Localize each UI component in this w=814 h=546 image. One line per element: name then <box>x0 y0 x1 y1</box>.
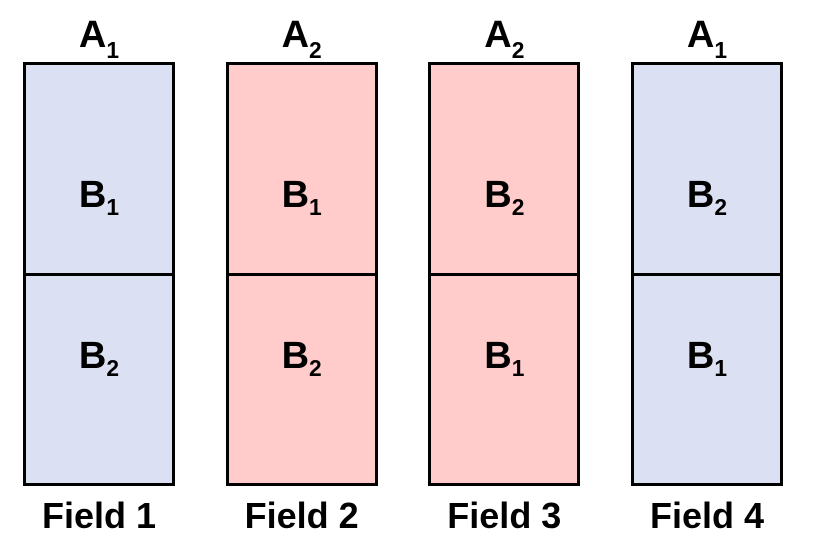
subplot-label-base: B <box>78 335 107 377</box>
subplot-label-base: B <box>686 335 715 377</box>
subplot-label: B2 <box>686 174 727 218</box>
subplot-label-base: B <box>281 335 310 377</box>
subplot-cell-top: B2 <box>431 65 578 276</box>
subplot-cell-top: B1 <box>228 65 375 276</box>
subplot-label-subscript: 2 <box>106 354 120 381</box>
subplot-cell-bottom: B1 <box>634 276 780 483</box>
subplot-label-subscript: 1 <box>309 193 322 220</box>
factor-a-subscript: 2 <box>511 36 525 63</box>
field-box: B1 B2 <box>225 62 378 486</box>
field-box: B2 B1 <box>428 62 581 486</box>
factor-a-subscript: 2 <box>309 36 322 63</box>
subplot-label: B2 <box>281 335 322 379</box>
subplot-label-subscript: 2 <box>714 193 728 220</box>
field-label: Field 3 <box>447 495 562 536</box>
factor-a-base: A <box>78 14 107 56</box>
subplot-cell-bottom: B2 <box>26 276 172 483</box>
factor-a-base: A <box>686 14 715 56</box>
subplot-label-base: B <box>686 174 715 216</box>
subplot-cell-bottom: B1 <box>431 276 577 483</box>
field-box: B2 B1 <box>630 62 783 486</box>
factor-a-subscript: 1 <box>106 36 120 63</box>
subplot-label: B2 <box>484 174 524 218</box>
subplot-label: B1 <box>484 335 524 379</box>
factor-a-subscript: 1 <box>714 36 728 63</box>
subplot-label-subscript: 1 <box>714 354 728 381</box>
subplot-label-subscript: 1 <box>511 354 525 381</box>
subplot-label: B1 <box>78 174 119 218</box>
subplot-label: B1 <box>281 174 322 218</box>
subplot-label-subscript: 2 <box>309 354 322 381</box>
field-label: Field 4 <box>649 495 764 536</box>
subplot-label: B1 <box>686 335 727 379</box>
factor-a-base: A <box>281 14 310 56</box>
subplot-label-base: B <box>484 174 512 216</box>
subplot-cell-top: B2 <box>633 65 780 276</box>
subplot-cell-bottom: B2 <box>229 276 375 483</box>
subplot-label-base: B <box>281 174 310 216</box>
field-label: Field 2 <box>244 495 359 536</box>
field-label: Field 1 <box>41 495 157 536</box>
subplot-label-base: B <box>78 174 107 216</box>
subplot-label-base: B <box>484 335 512 377</box>
subplot-cell-top: B1 <box>26 65 172 276</box>
subplot-label: B2 <box>78 335 119 379</box>
subplot-label-subscript: 1 <box>106 193 120 220</box>
field-box: B1 B2 <box>23 62 175 486</box>
factor-a-base: A <box>484 14 512 56</box>
subplot-label-subscript: 2 <box>511 193 525 220</box>
